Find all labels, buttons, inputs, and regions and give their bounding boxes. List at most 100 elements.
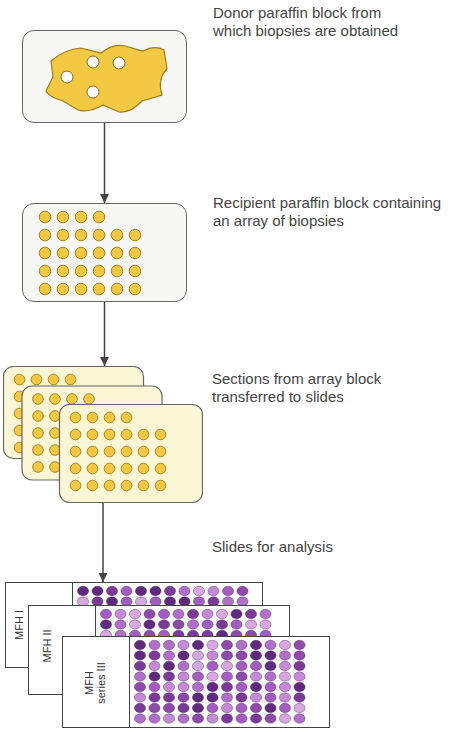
stain-dot	[221, 672, 232, 681]
stain-dot	[279, 672, 290, 681]
stain-dot	[163, 651, 174, 660]
stain-dot	[149, 714, 160, 723]
stain-dot	[115, 609, 126, 618]
stain-dot	[134, 714, 145, 723]
stain-dot	[236, 703, 247, 712]
stain-dot	[149, 682, 160, 691]
stain-dot	[173, 620, 184, 629]
stain-dot	[222, 586, 233, 595]
stain-dot	[236, 693, 247, 702]
section-dot	[104, 429, 115, 440]
stain-dot	[192, 703, 203, 712]
section-dot	[70, 463, 81, 474]
stain-dot	[192, 672, 203, 681]
core-dot	[111, 265, 123, 277]
core-dot	[93, 283, 105, 295]
stain-dot	[236, 682, 247, 691]
section-illustration	[3, 366, 203, 503]
section-dot	[121, 412, 132, 423]
section-dot	[87, 446, 98, 457]
core-dot	[93, 229, 105, 241]
stain-dot	[192, 714, 203, 723]
stain-dot	[265, 651, 276, 660]
stain-dot	[250, 714, 261, 723]
stain-dot	[221, 693, 232, 702]
section-dot	[104, 446, 115, 457]
core-dot	[57, 265, 69, 277]
stage-caption: Slides for analysis	[212, 538, 412, 556]
stain-dot	[77, 586, 88, 595]
stain-dot	[115, 620, 126, 629]
stain-dot	[265, 661, 276, 670]
stain-dot	[121, 586, 132, 595]
stain-dot	[207, 640, 218, 649]
stain-dot	[236, 640, 247, 649]
donor-illustration	[23, 31, 185, 121]
slide-label: MFH I	[13, 598, 25, 652]
stain-dot	[265, 714, 276, 723]
stain-dot	[207, 651, 218, 660]
stain-dot	[192, 682, 203, 691]
stain-dot	[250, 651, 261, 660]
stain-dot	[250, 640, 261, 649]
stain-dot	[192, 661, 203, 670]
tissue-block	[46, 45, 167, 112]
section-dot	[50, 445, 61, 456]
section-dot	[87, 429, 98, 440]
stage-caption: Sections from array block transferred to…	[212, 370, 407, 406]
section-dot	[155, 480, 166, 491]
core-dot	[93, 247, 105, 259]
core-dot	[75, 247, 87, 259]
core-dot	[75, 211, 87, 223]
core-dot	[129, 247, 141, 259]
stage-caption: Recipient paraffin block containing an a…	[213, 194, 448, 230]
stain-dot	[294, 651, 305, 660]
stain-dot	[207, 682, 218, 691]
stain-dot	[236, 672, 247, 681]
stain-dot	[100, 609, 111, 618]
stain-dot	[250, 693, 261, 702]
section-dot	[33, 462, 44, 473]
stain-dot	[192, 693, 203, 702]
core-dot	[111, 283, 123, 295]
stain-dot	[92, 586, 103, 595]
core-dot	[57, 229, 69, 241]
stain-dot	[134, 661, 145, 670]
stain-dot	[265, 672, 276, 681]
slide-group: Slides for analysisMFH IMFH IIMFH series…	[5, 582, 330, 728]
section-dot	[65, 374, 76, 385]
stain-dot	[245, 620, 256, 629]
section-dot	[138, 429, 149, 440]
core-dot	[129, 229, 141, 241]
stain-dot	[250, 672, 261, 681]
core-dot	[39, 211, 51, 223]
donor-block: Donor paraffin block from which biopsies…	[22, 30, 187, 123]
stain-dot	[158, 620, 169, 629]
stain-dot	[178, 661, 189, 670]
core-dot	[57, 283, 69, 295]
stain-dot	[135, 586, 146, 595]
section-dot	[138, 463, 149, 474]
stain-dot	[221, 661, 232, 670]
section-dot	[155, 446, 166, 457]
punch-hole	[61, 71, 73, 83]
core-dot	[39, 283, 51, 295]
section-dot	[87, 463, 98, 474]
stain-dot	[279, 682, 290, 691]
stain-dot	[163, 693, 174, 702]
core-dot	[93, 265, 105, 277]
slide-label: MFH series III	[83, 656, 107, 710]
section-dot	[87, 412, 98, 423]
stain-dot	[129, 609, 140, 618]
section-dot	[104, 463, 115, 474]
core-dot	[39, 247, 51, 259]
section-dot	[50, 462, 61, 473]
stain-dot	[202, 620, 213, 629]
stain-dot	[134, 640, 145, 649]
stain-dot	[265, 693, 276, 702]
stain-dot	[187, 609, 198, 618]
flow-arrow	[104, 123, 106, 203]
punch-hole	[87, 56, 99, 68]
